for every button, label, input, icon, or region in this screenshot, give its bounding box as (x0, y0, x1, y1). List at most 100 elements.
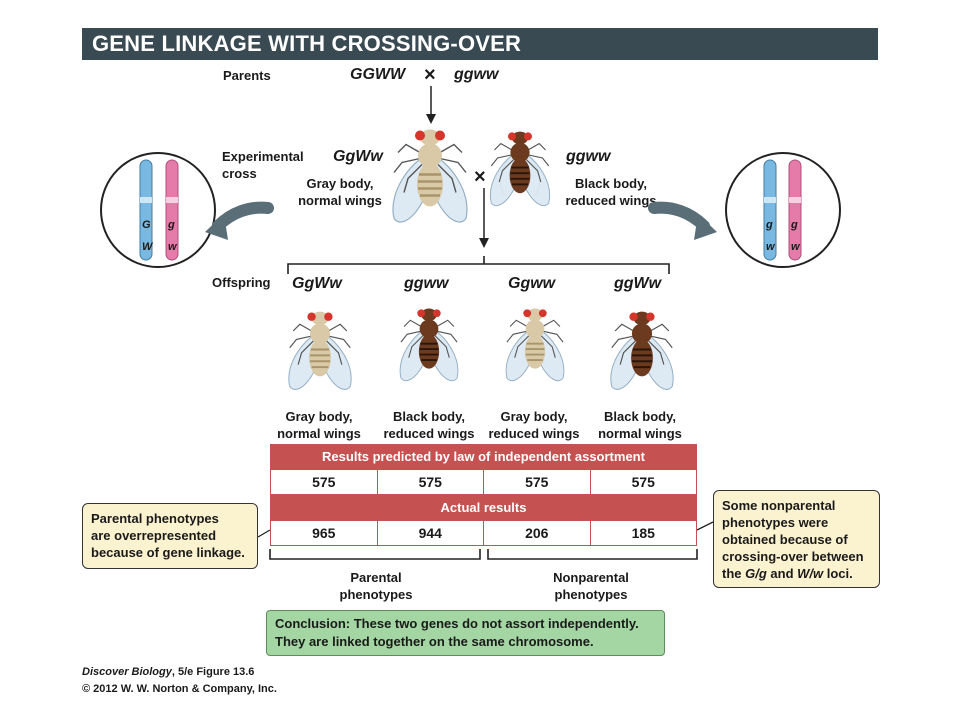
book-title: Discover Biology (82, 666, 172, 678)
offspring-genotype-1: GgWw (292, 275, 342, 292)
offspring-phenotype-3: Gray body, reduced wings (482, 408, 586, 442)
allele-label: w (766, 241, 775, 253)
parents-cross-symbol: × (424, 64, 436, 86)
group-label-line: Nonparental (553, 570, 629, 585)
predicted-cell: 575 (484, 470, 591, 494)
parents-arrow-head (426, 114, 436, 124)
right-note-pointer (696, 521, 714, 531)
right-callout-arrow (648, 201, 710, 232)
parent-genotype-left: GGWW (350, 66, 406, 83)
note-text: and (766, 566, 798, 581)
fly-offspring-black-normal (609, 310, 675, 391)
phenotype-line: Black body, (392, 409, 465, 424)
left-note-pointer (257, 529, 271, 538)
phenotype-line: Black body, (603, 409, 676, 424)
phenotype-line: Gray body, (285, 409, 353, 424)
fly-gray-normal-wings (391, 128, 469, 224)
cross-genotype-left: GgWw (333, 148, 383, 165)
phenotype-line: normal wings (598, 426, 682, 441)
predicted-header: Results predicted by law of independent … (270, 444, 697, 469)
offspring-phenotype-2: Black body, reduced wings (375, 408, 483, 442)
experimental-label-line: cross (222, 166, 257, 181)
parent-genotype-right: ggww (454, 66, 499, 83)
offspring-phenotype-4: Black body, normal wings (588, 408, 692, 442)
note-line: are overrepresented (91, 528, 217, 543)
allele-label: G (142, 219, 151, 231)
locus-gg: G/g (745, 566, 767, 581)
allele-label: g (766, 219, 773, 231)
right-pink-alleles: g w (791, 214, 800, 258)
parental-phenotypes-label: Parental phenotypes (326, 569, 426, 603)
phenotype-line: reduced wings (565, 193, 657, 208)
left-pink-alleles: g w (168, 214, 177, 258)
cross-phenotype-left: Gray body, normal wings (290, 175, 390, 209)
note-line-loci: the G/g and W/w loci. (722, 565, 871, 582)
fly-offspring-gray-normal (287, 310, 353, 391)
conclusion-line-2: They are linked together on the same chr… (275, 634, 594, 649)
note-line: crossing-over between (722, 549, 864, 564)
left-blue-alleles: G W (142, 214, 152, 258)
experimental-cross-symbol: × (474, 166, 486, 188)
left-callout-arrow (212, 201, 274, 232)
allele-label: g (168, 219, 175, 231)
allele-label: w (791, 241, 800, 253)
phenotype-line: Gray body, (306, 176, 374, 191)
note-line: Some nonparental (722, 498, 836, 513)
crossing-over-note: Some nonparental phenotypes were obtaine… (713, 490, 880, 588)
actual-cell: 965 (271, 521, 378, 545)
offspring-label: Offspring (212, 275, 271, 290)
fly-offspring-gray-reduced (505, 307, 565, 382)
phenotype-line: reduced wings (488, 426, 580, 441)
predicted-row: 575 575 575 575 (270, 469, 697, 495)
left-callout-arrow-head (205, 214, 228, 240)
fly-black-reduced-wings (489, 130, 551, 207)
right-callout-arrow-head (694, 214, 717, 240)
group-label-line: Parental (350, 570, 402, 585)
note-line: because of gene linkage. (91, 545, 245, 560)
chromosome-circle-left (100, 152, 216, 268)
experimental-label-line: Experimental (222, 149, 304, 164)
predicted-cell: 575 (378, 470, 484, 494)
conclusion-text: These two genes do not assort independen… (350, 616, 639, 631)
figure-number: , 5/e Figure 13.6 (171, 666, 255, 678)
phenotype-line: reduced wings (383, 426, 475, 441)
group-label-line: phenotypes (339, 587, 413, 602)
actual-cell: 944 (378, 521, 484, 545)
note-line: phenotypes were (722, 515, 829, 530)
figure-credit: Discover Biology, 5/e Figure 13.6 (82, 666, 254, 678)
actual-cell: 206 (484, 521, 591, 545)
chromosome-circle-right (725, 152, 841, 268)
conclusion-box: Conclusion: These two genes do not assor… (266, 610, 665, 656)
copyright: © 2012 W. W. Norton & Company, Inc. (82, 683, 277, 695)
fly-offspring-black-reduced (399, 307, 459, 382)
conclusion-label: Conclusion: (275, 616, 351, 631)
parents-label: Parents (223, 68, 271, 83)
results-table: Results predicted by law of independent … (270, 444, 697, 546)
actual-header: Actual results (270, 495, 697, 520)
note-line: obtained because of (722, 532, 848, 547)
offspring-genotype-4: ggWw (614, 275, 662, 292)
allele-label: w (168, 241, 177, 253)
predicted-cell: 575 (271, 470, 378, 494)
locus-ww: W/w (797, 566, 824, 581)
actual-row: 965 944 206 185 (270, 520, 697, 546)
note-text: the (722, 566, 746, 581)
actual-cell: 185 (631, 525, 655, 541)
group-label-line: phenotypes (554, 587, 628, 602)
allele-label: g (791, 219, 798, 231)
parental-bracket (269, 549, 481, 560)
phenotype-line: Black body, (574, 176, 647, 191)
predicted-cell: 575 (631, 474, 655, 490)
figure-title: GENE LINKAGE WITH CROSSING-OVER (92, 31, 522, 56)
cross-genotype-right: ggww (566, 148, 611, 165)
offspring-bracket (287, 263, 670, 274)
nonparental-phenotypes-label: Nonparental phenotypes (536, 569, 646, 603)
offspring-phenotype-1: Gray body, normal wings (266, 408, 372, 442)
offspring-genotype-2: ggww (404, 275, 449, 292)
note-text: loci. (823, 566, 853, 581)
parental-overrepresented-note: Parental phenotypes are overrepresented … (82, 503, 258, 569)
cross-phenotype-right: Black body, reduced wings (557, 175, 665, 209)
offspring-genotype-3: Ggww (508, 275, 556, 292)
allele-label: W (142, 241, 153, 253)
